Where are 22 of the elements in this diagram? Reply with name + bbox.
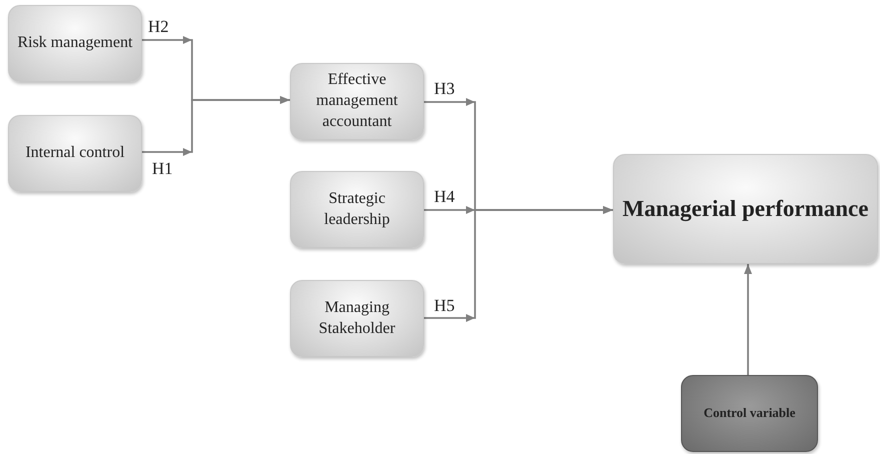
node-label: Managing Stakeholder xyxy=(318,298,396,338)
process-box xyxy=(290,63,424,140)
arrow xyxy=(142,96,290,156)
node-label: Internal control xyxy=(25,143,125,164)
process-box xyxy=(8,5,142,82)
edge-label: H4 xyxy=(434,188,455,205)
node-label: Managerial performance xyxy=(622,195,868,224)
edge-label: H5 xyxy=(434,297,455,314)
process-box xyxy=(290,280,424,357)
node-label: Effective management accountant xyxy=(315,70,399,132)
edge-label: H2 xyxy=(148,18,169,35)
node-label: Control variable xyxy=(704,405,796,422)
arrow xyxy=(744,264,752,375)
edge-label: H3 xyxy=(434,80,455,97)
edge-label: H1 xyxy=(152,160,173,177)
node-label: Risk management xyxy=(17,33,133,54)
node-label: Strategic leadership xyxy=(323,188,391,230)
process-box xyxy=(681,375,818,452)
process-box xyxy=(8,115,142,192)
process-box xyxy=(290,171,424,248)
process-box xyxy=(613,154,878,264)
arrow xyxy=(424,206,613,322)
